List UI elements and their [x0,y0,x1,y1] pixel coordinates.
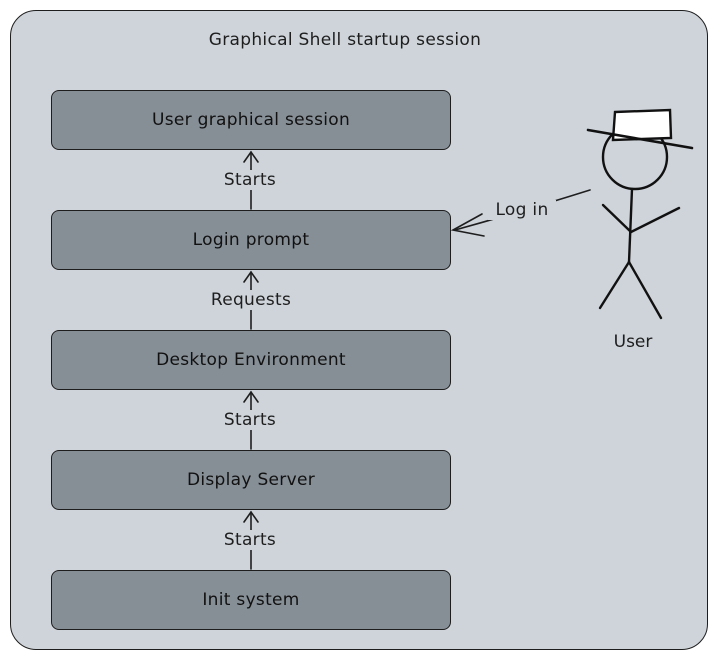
edge-label-starts: Starts [212,410,288,430]
box-desktop-environment: Desktop Environment [51,330,451,390]
edge-label-starts: Starts [212,170,288,190]
edge-label-requests: Requests [200,290,302,310]
box-init-system: Init system [51,570,451,630]
actor-label-user: User [613,332,653,352]
box-display-server: Display Server [51,450,451,510]
box-login-prompt: Login prompt [51,210,451,270]
edge-label-starts: Starts [212,530,288,550]
diagram-title: Graphical Shell startup session [208,30,482,50]
box-user-graphical-session: User graphical session [51,90,451,150]
edge-label-log-in: Log in [488,200,556,220]
